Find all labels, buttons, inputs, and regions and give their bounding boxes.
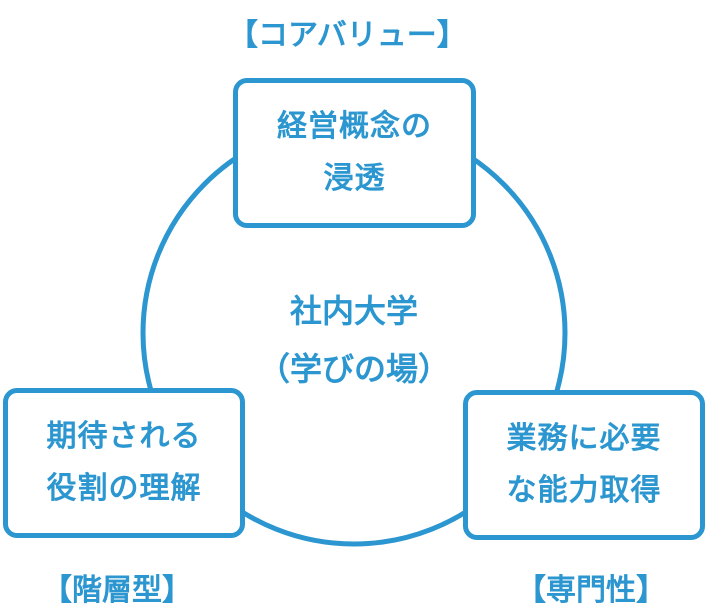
node-top-line1: 経営概念の xyxy=(277,109,432,144)
node-top: 経営概念の 浸透 xyxy=(233,78,476,228)
center-line2: （学びの場） xyxy=(257,350,450,388)
center-line1: 社内大学 xyxy=(289,292,418,330)
node-left-line2: 役割の理解 xyxy=(46,471,202,506)
center-label: 社内大学 （学びの場） xyxy=(236,282,472,398)
node-left: 期待される 役割の理解 xyxy=(3,388,245,538)
node-left-line1: 期待される xyxy=(46,419,202,454)
node-right-line2: な能力取得 xyxy=(506,473,662,508)
category-label-core-value: 【コアバリュー】 xyxy=(228,18,467,53)
node-right: 業務に必要 な能力取得 xyxy=(463,390,705,540)
node-top-line2: 浸透 xyxy=(323,161,386,196)
node-right-line1: 業務に必要 xyxy=(506,421,662,456)
category-label-specialty: 【専門性】 xyxy=(516,573,666,608)
category-label-hierarchical: 【階層型】 xyxy=(42,573,192,608)
